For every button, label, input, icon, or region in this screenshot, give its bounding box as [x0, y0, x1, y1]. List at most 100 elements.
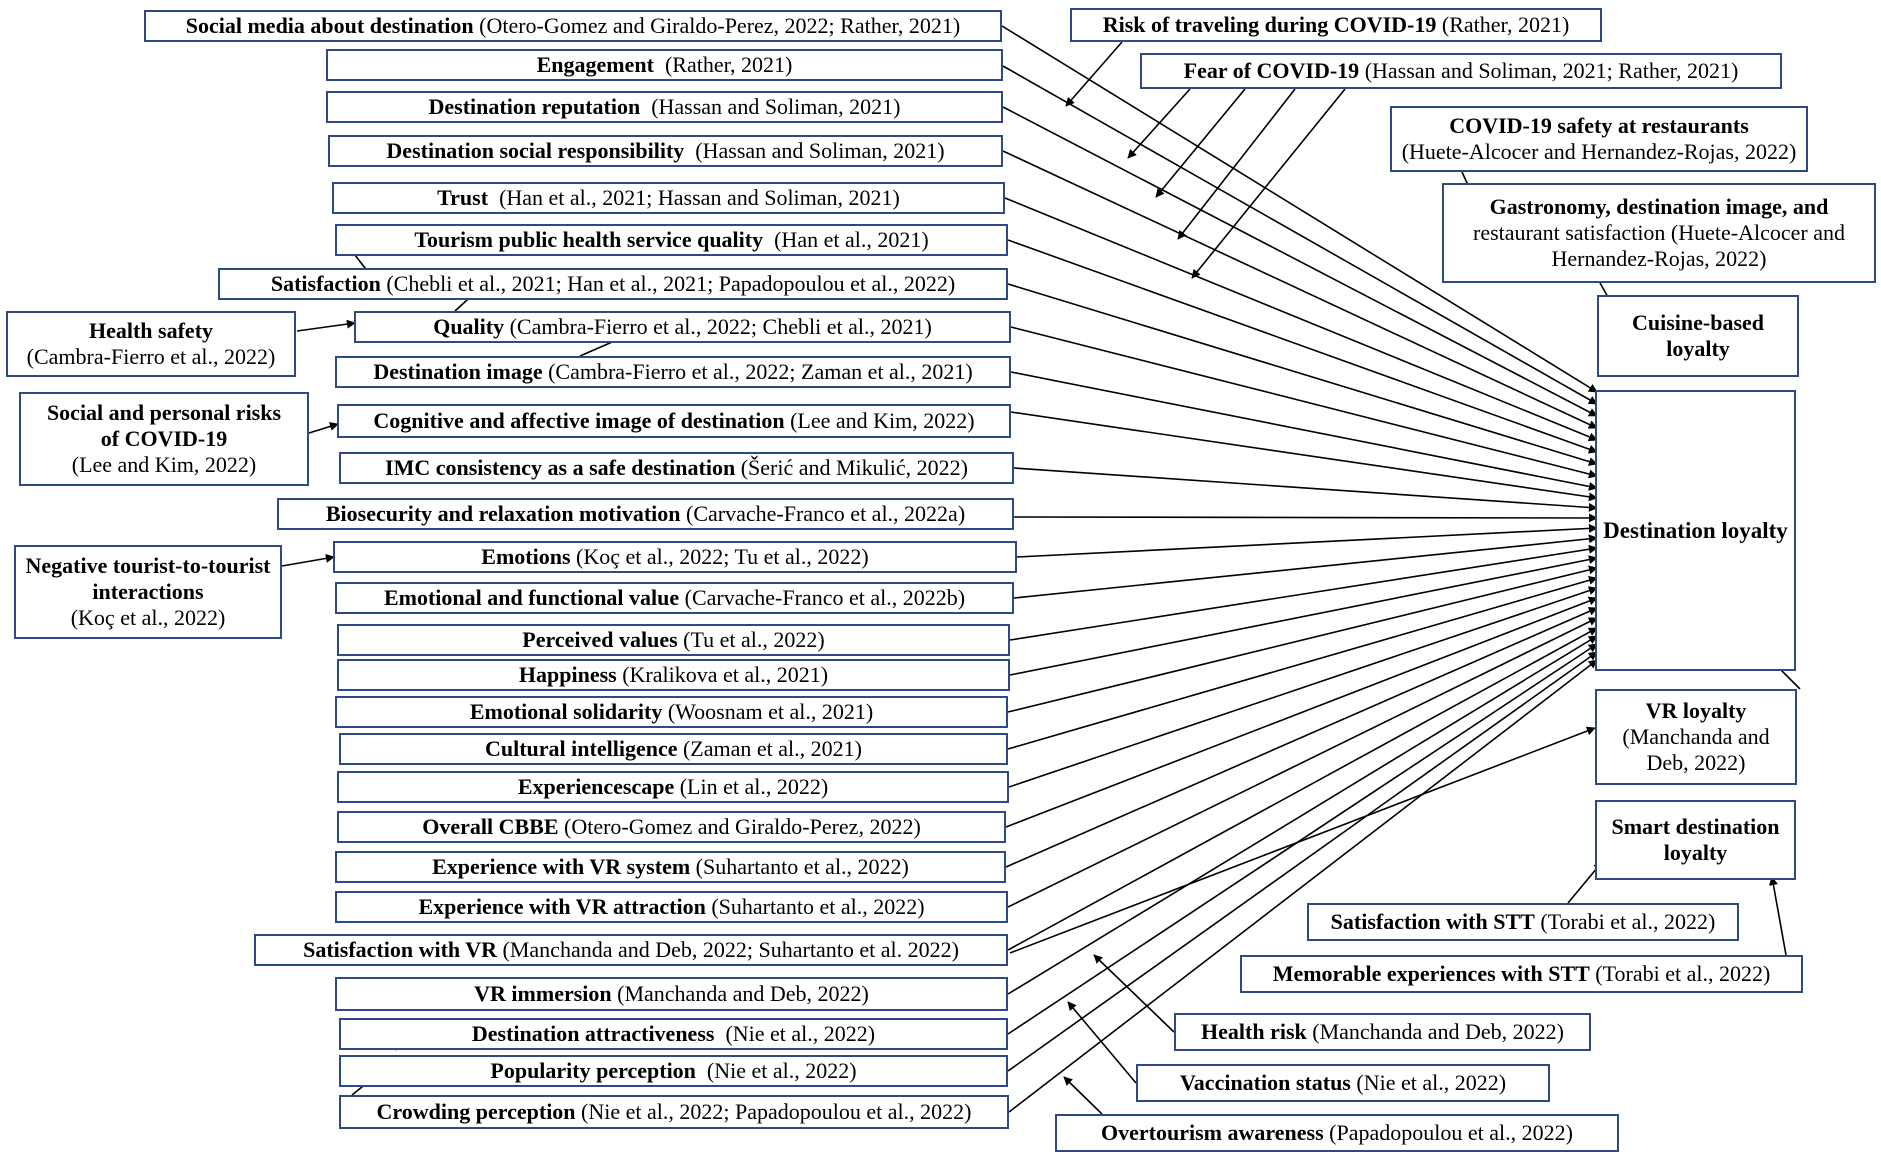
factor-name: Cultural intelligence — [485, 736, 678, 761]
factor-box-destination-image: Destination image (Cambra-Fierro et al.,… — [335, 356, 1011, 388]
antecedent-box-health-safety: Health safety(Cambra-Fierro et al., 2022… — [6, 311, 296, 377]
factor-name: Trust — [437, 185, 489, 210]
arrow-risk-travel — [1065, 41, 1123, 107]
factor-ref: (Suhartanto et al., 2022) — [711, 894, 925, 919]
factor-ref: (Nie et al., 2022; Papadopoulou et al., … — [581, 1099, 972, 1124]
box-line: Gastronomy, destination image, and — [1489, 194, 1829, 219]
arrow-factor-26-to-loyalty — [1008, 659, 1598, 1113]
factor-name: Overall CBBE — [422, 814, 559, 839]
box-ref: (Torabi et al., 2022) — [1595, 961, 1771, 986]
arrow-factor-7-to-loyalty — [1010, 326, 1598, 479]
factor-box-vr-satisfaction: Satisfaction with VR (Manchanda and Deb,… — [254, 934, 1008, 966]
moderator-name: Overtourism awareness — [1101, 1120, 1324, 1145]
moderator-name: Vaccination status — [1179, 1070, 1351, 1095]
factor-name: Experiencescape — [517, 774, 675, 799]
box-destination-loyalty: Destination loyalty — [1595, 390, 1796, 671]
antecedent-line: (Lee and Kim, 2022) — [71, 452, 257, 477]
moderator-box-vaccination-status: Vaccination status (Nie et al., 2022) — [1136, 1064, 1550, 1102]
box-covid-safety-restaurants: COVID-19 safety at restaurants(Huete-Alc… — [1390, 106, 1808, 172]
antecedent-line: Health safety — [88, 318, 214, 343]
box-name: Memorable experiences with STT — [1272, 961, 1590, 986]
arrow-factor-19-to-loyalty — [1005, 596, 1598, 828]
factor-ref: (Suhartanto et al., 2022) — [695, 854, 909, 879]
arrow-negative-emotions — [281, 553, 335, 567]
factor-box-social-media: Social media about destination (Otero-Go… — [144, 10, 1002, 42]
factor-box-destination-attractiveness: Destination attractiveness (Nie et al., … — [339, 1018, 1008, 1050]
arrow-fear-1 — [1127, 88, 1191, 159]
arrow-factor-11-to-loyalty — [1013, 513, 1598, 523]
factor-box-perceived-values: Perceived values (Tu et al., 2022) — [337, 624, 1010, 656]
arrow-factor-21-to-loyalty — [1007, 617, 1598, 908]
box-line: COVID-19 safety at restaurants — [1449, 113, 1749, 138]
factor-box-overall-cbbe: Overall CBBE (Otero-Gomez and Giraldo-Pe… — [337, 811, 1006, 843]
antecedent-line: (Koç et al., 2022) — [70, 605, 226, 630]
factor-box-health-service-quality: Tourism public health service quality (H… — [335, 224, 1008, 256]
factor-ref: (Hassan and Soliman, 2021) — [695, 138, 945, 163]
factor-name: Happiness — [518, 662, 617, 687]
arrow-factor-17-to-loyalty — [1007, 575, 1598, 750]
antecedent-line: (Cambra-Fierro et al., 2022) — [26, 344, 276, 369]
arrow-factor-25-to-loyalty — [1007, 651, 1598, 1072]
antecedent-line: of COVID-19 — [100, 426, 228, 451]
factor-name: Tourism public health service quality — [414, 227, 764, 252]
arrow-social-risks-image — [308, 422, 339, 434]
factor-box-satisfaction: Satisfaction (Chebli et al., 2021; Han e… — [218, 268, 1008, 300]
box-line: Hernandez-Rojas, 2022) — [1551, 246, 1767, 271]
arrow-factor-18-to-loyalty — [1008, 586, 1598, 788]
arrow-fear-4 — [1191, 88, 1346, 279]
factor-box-emotional-solidarity: Emotional solidarity (Woosnam et al., 20… — [335, 696, 1008, 728]
factor-box-trust: Trust (Han et al., 2021; Hassan and Soli… — [332, 182, 1005, 214]
moderator-ref: (Papadopoulou et al., 2022) — [1329, 1120, 1573, 1145]
factor-name: Engagement — [536, 52, 654, 77]
factor-ref: (Manchanda and Deb, 2022) — [617, 981, 869, 1006]
factor-box-quality: Quality (Cambra-Fierro et al., 2022; Che… — [354, 311, 1011, 343]
arrow-stt-memorable-smart — [1769, 876, 1787, 956]
factor-ref: (Otero-Gomez and Giraldo-Perez, 2022; Ra… — [479, 13, 961, 38]
moderator-ref: (Hassan and Soliman, 2021; Rather, 2021) — [1364, 58, 1739, 83]
factor-name: Popularity perception — [490, 1058, 696, 1083]
factor-ref: (Lee and Kim, 2022) — [790, 408, 975, 433]
box-ref: (Torabi et al., 2022) — [1540, 909, 1716, 934]
arrow-factor-20-to-loyalty — [1005, 607, 1598, 868]
factor-box-vr-attraction: Experience with VR attraction (Suhartant… — [335, 891, 1008, 923]
factor-ref: (Koç et al., 2022; Tu et al., 2022) — [576, 544, 869, 569]
arrow-factor-22-to-loyalty — [1007, 627, 1598, 951]
factor-ref: (Hassan and Soliman, 2021) — [651, 94, 901, 119]
box-line: loyalty — [1666, 336, 1730, 361]
factor-ref: (Han et al., 2021) — [774, 227, 929, 252]
factor-name: Destination social responsibility — [386, 138, 685, 163]
factor-ref: (Carvache-Franco et al., 2022a) — [686, 501, 966, 526]
moderator-name: Fear of COVID-19 — [1183, 58, 1360, 83]
factor-name: Emotions — [481, 544, 571, 569]
factor-box-vr-immersion: VR immersion (Manchanda and Deb, 2022) — [335, 977, 1008, 1011]
arrow-factor-24-to-loyalty — [1007, 643, 1598, 1035]
arrow-vr-satisfaction-vr-loyalty — [1009, 726, 1596, 954]
factor-box-cultural-intelligence: Cultural intelligence (Zaman et al., 202… — [339, 733, 1008, 765]
factor-name: Destination image — [373, 359, 543, 384]
factor-ref: (Nie et al., 2022) — [725, 1021, 876, 1046]
moderator-box-health-risk: Health risk (Manchanda and Deb, 2022) — [1174, 1013, 1591, 1051]
arrow-factor-6-to-loyalty — [1007, 283, 1598, 466]
factor-box-imc-consistency: IMC consistency as a safe destination (Š… — [339, 452, 1014, 484]
moderator-box-risk-of-traveling: Risk of traveling during COVID-19 (Rathe… — [1070, 8, 1602, 42]
moderator-name: Health risk — [1201, 1019, 1307, 1044]
factor-box-destination-reputation: Destination reputation (Hassan and Solim… — [326, 91, 1003, 123]
factor-ref: (Nie et al., 2022) — [706, 1058, 857, 1083]
arrow-factor-0-to-loyalty — [1001, 25, 1598, 393]
box-line: Deb, 2022) — [1646, 750, 1746, 775]
factor-box-happiness: Happiness (Kralikova et al., 2021) — [337, 659, 1010, 691]
factor-name: IMC consistency as a safe destination — [385, 455, 736, 480]
factor-name: Quality — [433, 314, 505, 339]
arrow-factor-2-to-loyalty — [1002, 106, 1598, 417]
factor-box-emotions: Emotions (Koç et al., 2022; Tu et al., 2… — [333, 541, 1017, 573]
arrow-factor-9-to-loyalty — [1010, 411, 1598, 502]
factor-ref: (Woosnam et al., 2021) — [667, 699, 874, 724]
factor-name: Crowding perception — [376, 1099, 576, 1124]
arrow-fear-3 — [1177, 88, 1296, 240]
arrow-vaccination — [1067, 1001, 1137, 1084]
